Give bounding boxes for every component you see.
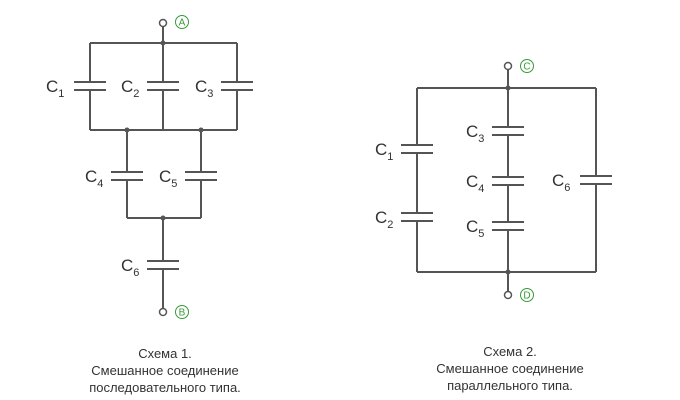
scheme1-caption-line2: Смешанное соединение [91, 363, 239, 378]
s2-c1-label: C1 [375, 140, 393, 163]
terminal-a-ring [175, 15, 189, 29]
c1-label: C1 [46, 77, 64, 100]
scheme2-caption: Схема 2. Смешанное соединение параллельн… [400, 343, 620, 394]
c5-label: C5 [159, 167, 177, 190]
s2-c6-label: C6 [552, 171, 570, 194]
scheme2-caption-line3: параллельного типа. [447, 378, 573, 393]
terminal-c-label: C [523, 62, 530, 73]
c6-label: C6 [121, 256, 139, 279]
terminal-d [503, 290, 513, 300]
scheme1-caption-line1: Схема 1. [138, 346, 192, 361]
terminal-b-ring [175, 305, 189, 319]
scheme-1-circuit: A C1 C2 C3 C4 [46, 15, 253, 319]
terminal-c [503, 61, 513, 71]
terminal-a [158, 18, 168, 28]
terminal-a-label: A [179, 18, 186, 29]
c3-label: C3 [195, 77, 213, 100]
s2-c4-label: C4 [466, 172, 484, 195]
terminal-b [158, 307, 168, 317]
s2-c2-label: C2 [375, 208, 393, 231]
s2-c3-label: C3 [466, 122, 484, 145]
s2-c5-label: C5 [466, 217, 484, 240]
terminal-d-label: D [523, 291, 530, 302]
scheme1-caption-line3: последовательного типа. [89, 380, 241, 395]
c2-label: C2 [121, 77, 139, 100]
scheme1-caption: Схема 1. Смешанное соединение последоват… [55, 345, 275, 396]
terminal-c-ring [520, 59, 534, 73]
scheme2-caption-line2: Смешанное соединение [436, 361, 584, 376]
scheme2-caption-line1: Схема 2. [483, 344, 537, 359]
terminal-b-label: B [179, 308, 186, 319]
c4-label: C4 [85, 167, 103, 190]
terminal-d-ring [520, 288, 534, 302]
scheme-2-circuit: C C1 C2 C3 C4 C5 C6 [375, 59, 612, 302]
